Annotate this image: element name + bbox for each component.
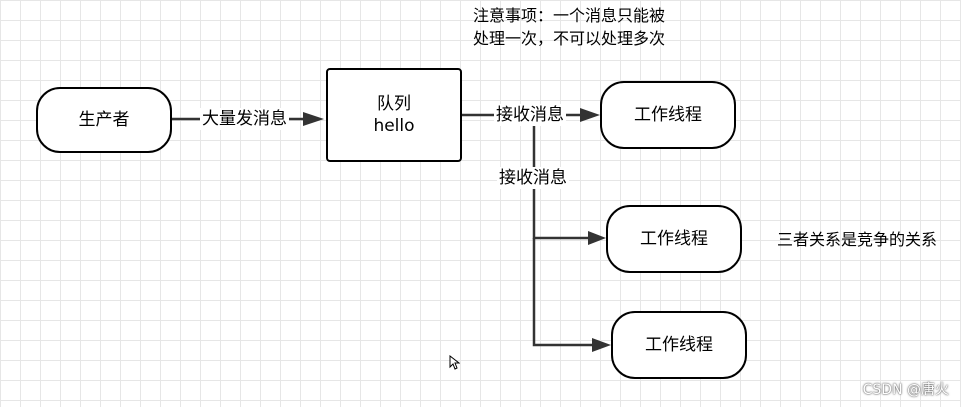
- mouse-cursor-icon: [449, 355, 460, 370]
- arrow-to-worker-2: [588, 231, 606, 245]
- worker-3-label: 工作线程: [645, 335, 713, 355]
- watermark: CSDN @唐火: [862, 382, 949, 398]
- queue-label-line-2: hello: [373, 116, 415, 136]
- note-line-2: 处理一次，不可以处理多次: [473, 29, 666, 48]
- producer-node[interactable]: 生产者: [36, 87, 172, 153]
- arrow-to-worker-3: [592, 338, 611, 352]
- relation-note: 三者关系是竞争的关系: [777, 230, 938, 249]
- note-line-1: 注意事项：一个消息只能被: [473, 6, 666, 25]
- arrow-to-queue: [303, 112, 324, 126]
- worker-thread-node-2[interactable]: 工作线程: [606, 205, 742, 273]
- note-text: 注意事项：一个消息只能被 处理一次，不可以处理多次: [473, 4, 665, 50]
- edge-label-receive-2: 接收消息: [497, 167, 569, 189]
- edge-label-send: 大量发消息: [200, 108, 289, 130]
- queue-label-line-1: 队列: [377, 94, 411, 114]
- edge-label-receive-1: 接收消息: [494, 104, 566, 126]
- queue-node[interactable]: 队列 hello: [326, 68, 462, 162]
- worker-2-label: 工作线程: [640, 229, 708, 249]
- arrow-to-worker-1: [580, 108, 600, 122]
- producer-label: 生产者: [78, 110, 130, 130]
- worker-thread-node-3[interactable]: 工作线程: [611, 311, 747, 379]
- worker-1-label: 工作线程: [634, 105, 702, 125]
- worker-thread-node-1[interactable]: 工作线程: [600, 81, 736, 149]
